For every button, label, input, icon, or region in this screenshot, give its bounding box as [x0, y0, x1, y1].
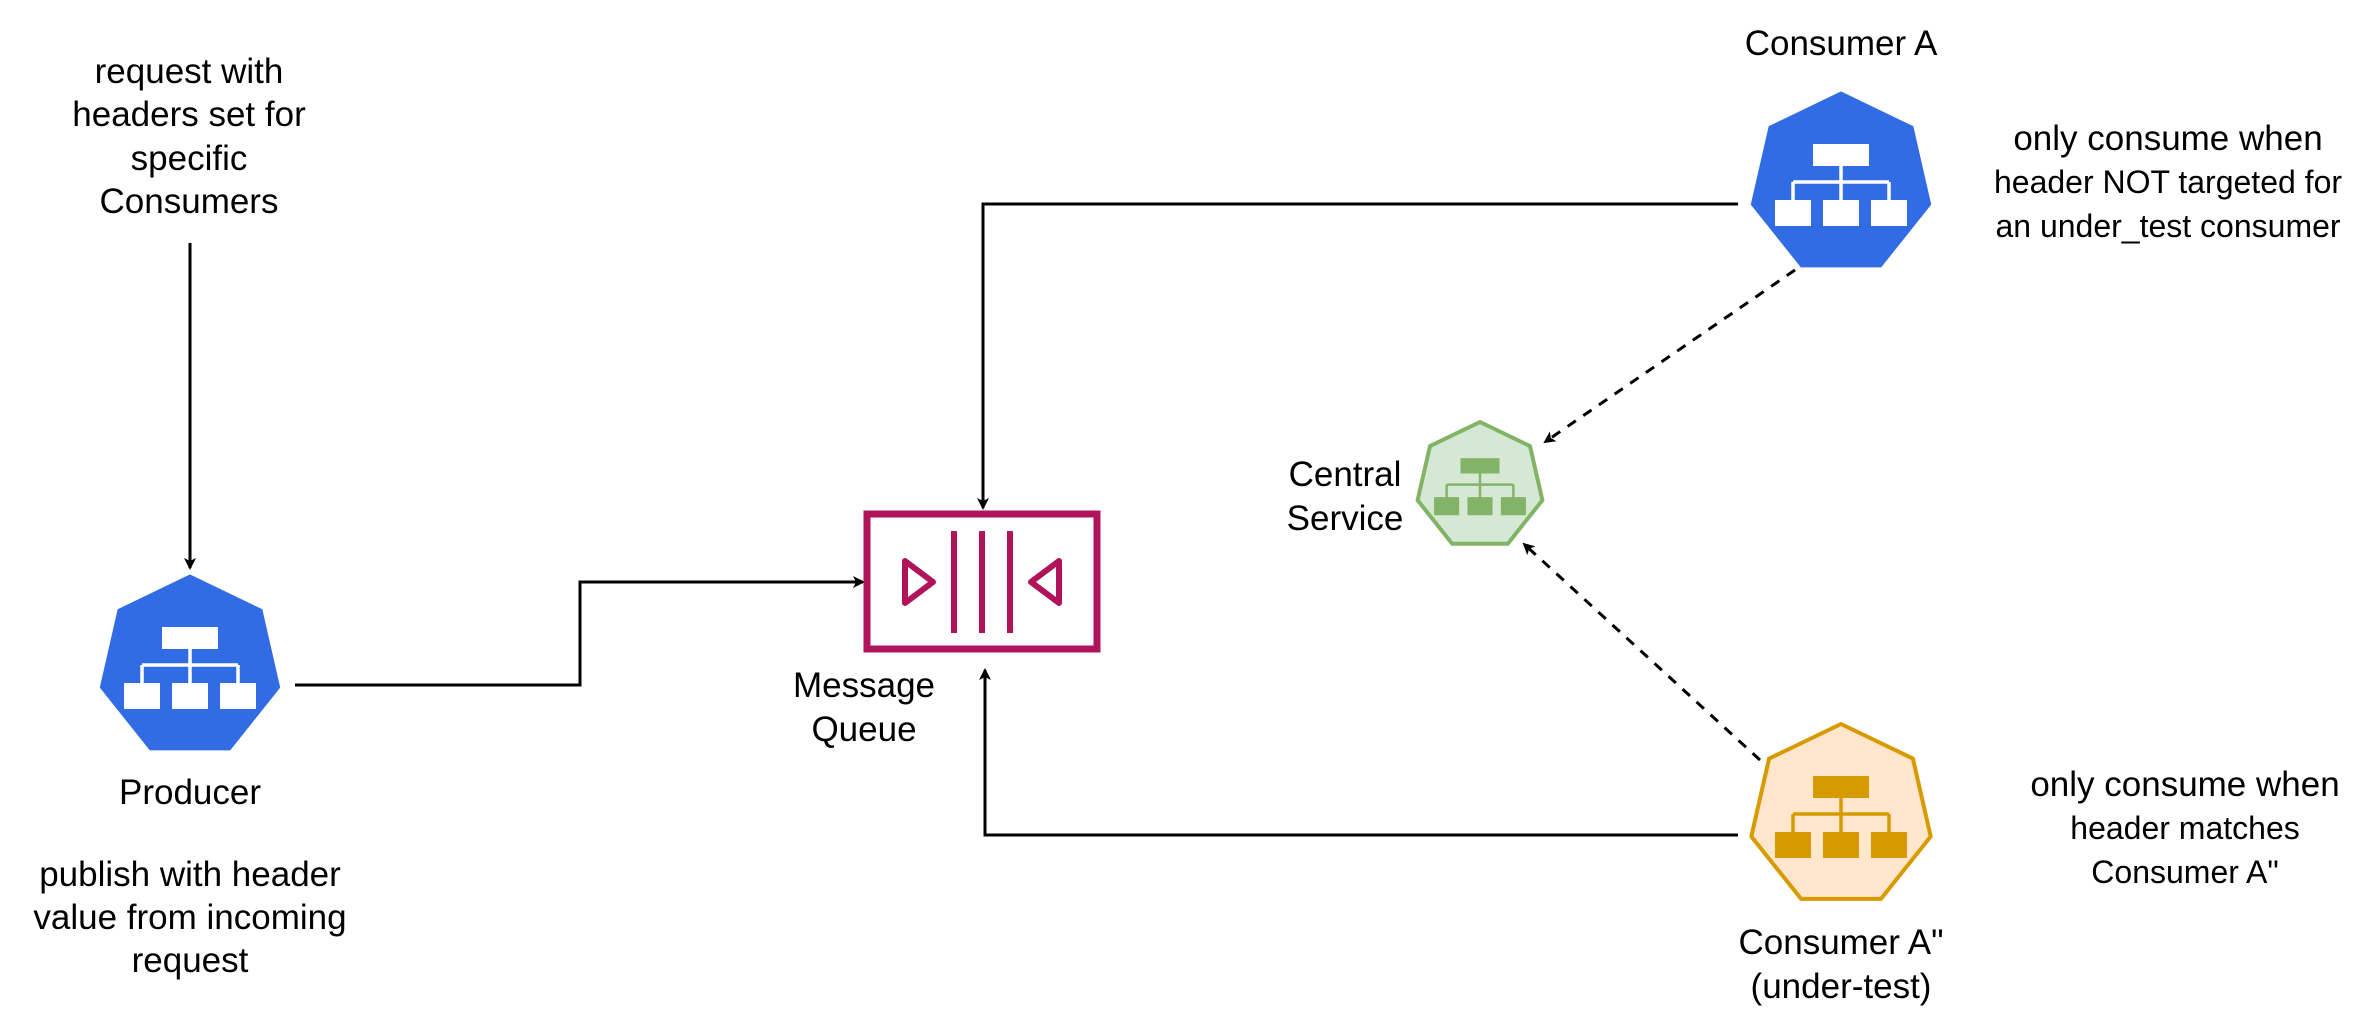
consumer-a-test-node[interactable]: Consumer A" (under-test): [1738, 722, 1944, 1006]
message-queue-node[interactable]: Message Queue: [793, 510, 1101, 749]
edge-consumer-a-test-to-queue: [979, 668, 1738, 837]
kubernetes-service-icon: [99, 574, 281, 751]
edges: [184, 202, 1796, 837]
note-line: request: [132, 941, 249, 980]
consumer-a-test-label-line-2: (under-test): [1751, 967, 1932, 1006]
consumer-a-label: Consumer A: [1745, 24, 1938, 63]
note-line: value from incoming: [33, 898, 346, 937]
producer-label: Producer: [119, 773, 261, 812]
queue-label-line-2: Queue: [811, 710, 916, 749]
note-line: headers set for: [72, 95, 306, 134]
kubernetes-service-icon: [1749, 722, 1933, 901]
edge-consumer-a-test-to-central: [1522, 542, 1762, 762]
central-label-line-1: Central: [1289, 455, 1402, 494]
central-label-line-2: Service: [1287, 499, 1404, 538]
note-incoming-request: request with headers set for specific Co…: [72, 52, 306, 221]
kubernetes-service-icon: [1415, 420, 1545, 546]
central-service-node[interactable]: Central Service: [1287, 420, 1545, 546]
consumer-a-node[interactable]: Consumer A: [1745, 24, 1938, 268]
kubernetes-service-icon: [1750, 91, 1932, 268]
note-line: only consume when: [2030, 765, 2339, 804]
note-line: header NOT targeted for: [1994, 164, 2342, 200]
note-line: specific: [131, 139, 248, 178]
edge-producer-to-queue: [295, 576, 865, 687]
edge-consumer-a-to-central: [1543, 268, 1796, 444]
note-line: Consumer A": [2091, 854, 2278, 890]
message-queue-icon: [863, 510, 1101, 653]
note-line: an under_test consumer: [1995, 208, 2340, 244]
note-line: only consume when: [2013, 119, 2322, 158]
note-line: publish with header: [39, 855, 341, 894]
note-line: request with: [95, 52, 284, 91]
producer-node[interactable]: Producer: [99, 574, 281, 812]
note-consumer-a: only consume when header NOT targeted fo…: [1994, 119, 2342, 244]
note-producer: publish with header value from incoming …: [33, 855, 346, 980]
note-consumer-a-test: only consume when header matches Consume…: [2030, 765, 2339, 890]
queue-label-line-1: Message: [793, 666, 935, 705]
edge-consumer-a-to-queue: [977, 202, 1738, 510]
note-line: header matches: [2070, 810, 2299, 846]
consumer-a-test-label-line-1: Consumer A": [1738, 923, 1943, 962]
note-line: Consumers: [100, 182, 279, 221]
